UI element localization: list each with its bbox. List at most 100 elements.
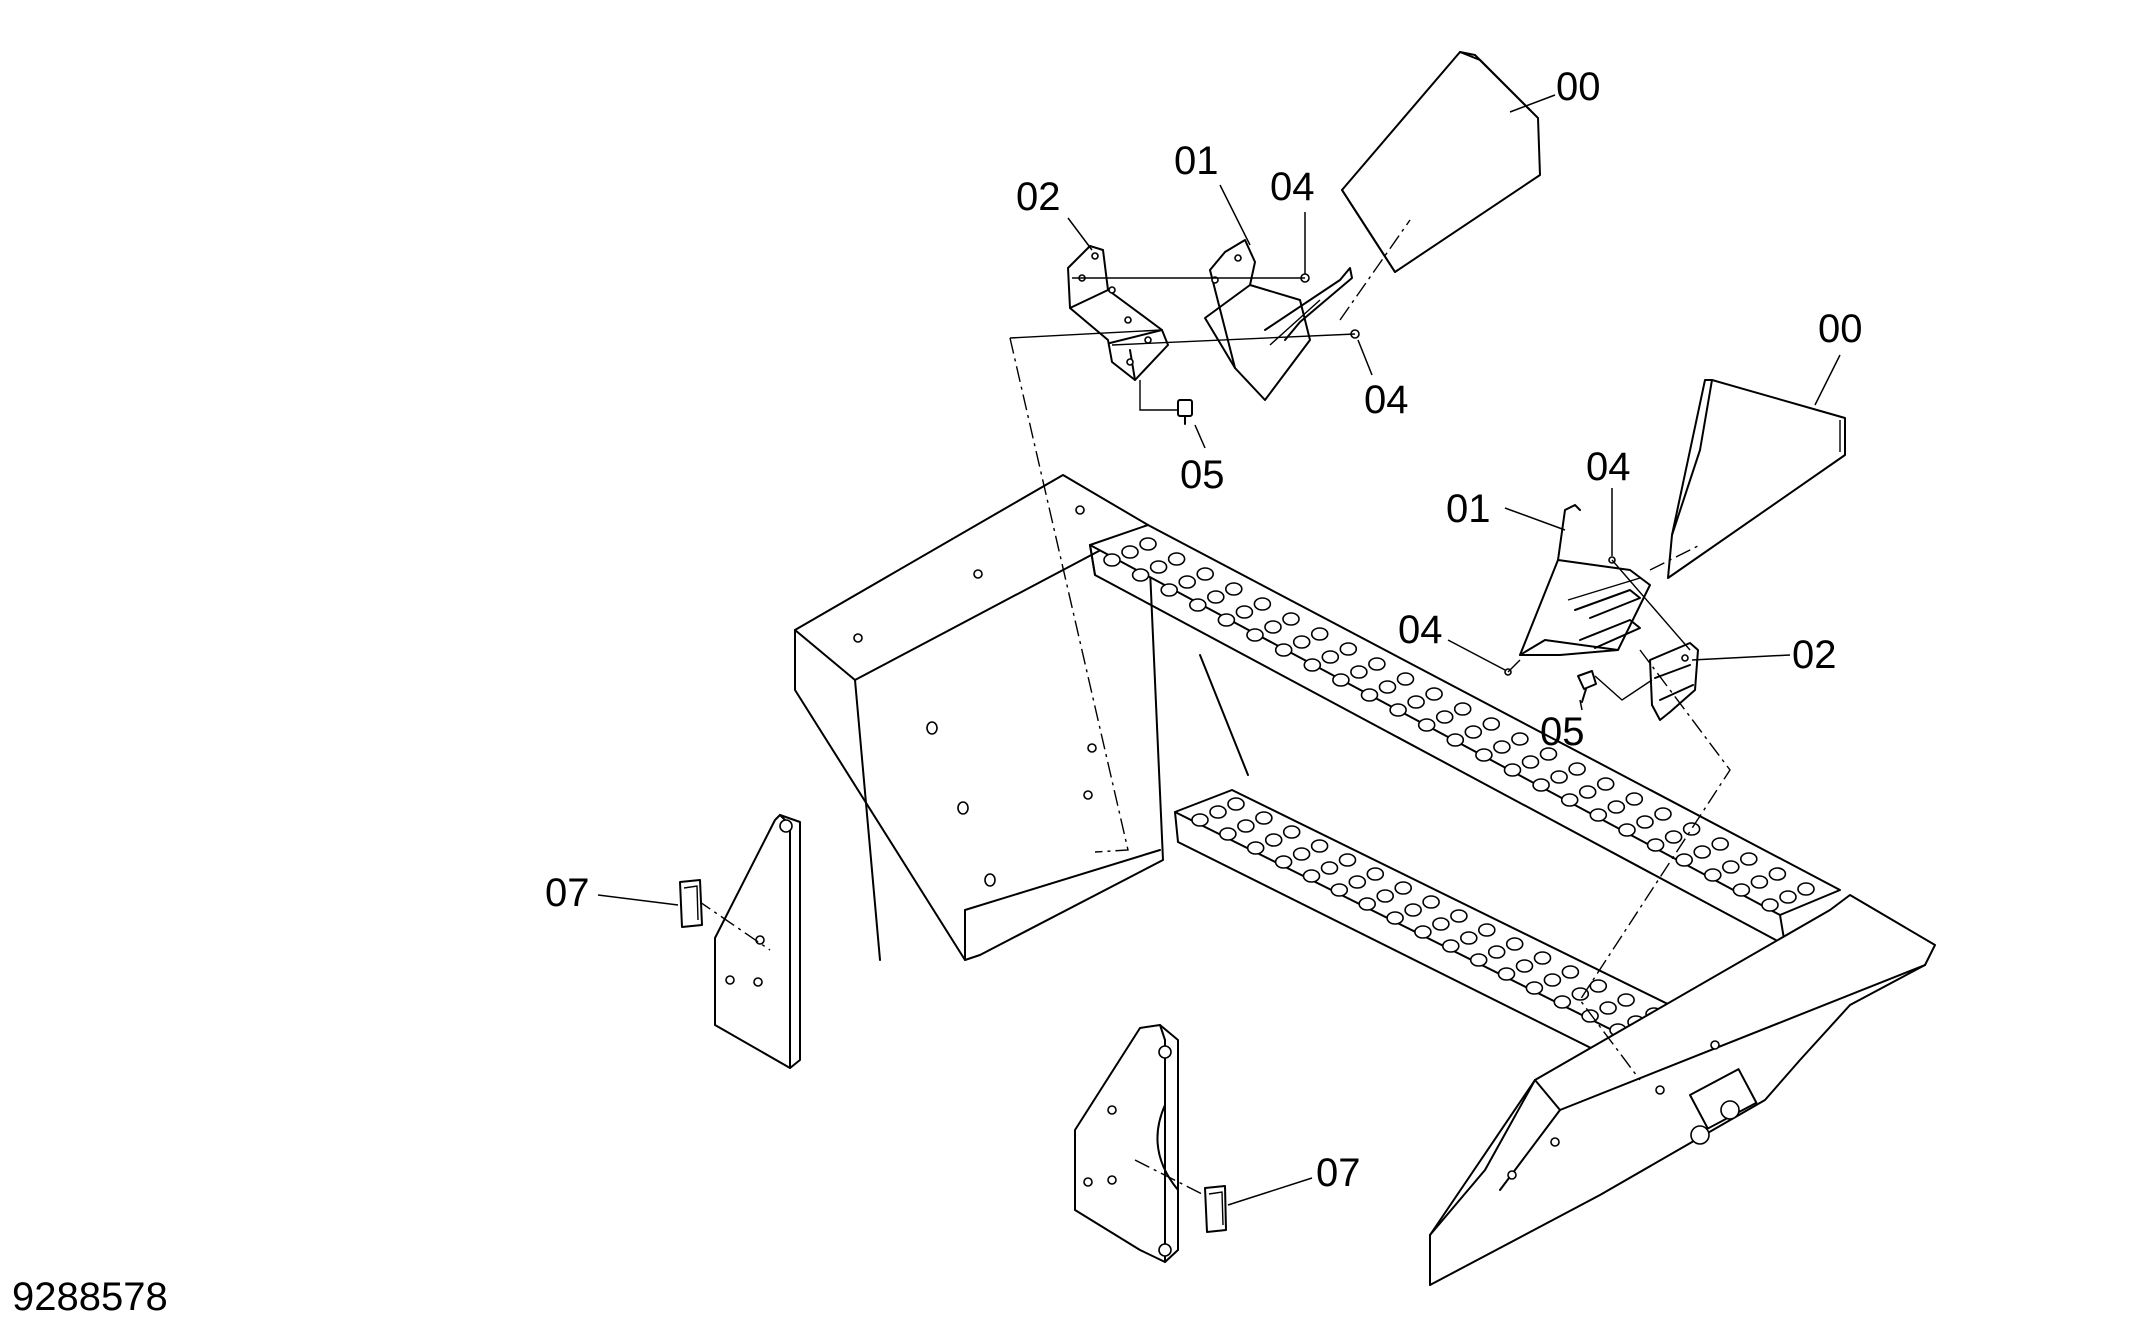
perforation-hole xyxy=(1378,680,1397,694)
perforation-hole xyxy=(1321,650,1340,664)
perforation-hole xyxy=(1350,665,1368,679)
perforation-hole xyxy=(1596,777,1615,791)
bolt-05-lower xyxy=(1577,670,1597,703)
assembly-lines xyxy=(1009,219,1731,1081)
perforation-hole xyxy=(1407,695,1425,709)
perforation-hole xyxy=(1482,717,1501,731)
perforation-hole xyxy=(1332,673,1350,687)
callout-04-lower-b: 04 xyxy=(1398,608,1443,652)
perforation-hole xyxy=(1550,770,1568,784)
perforation-hole xyxy=(1761,898,1779,912)
perforation-hole xyxy=(1589,808,1608,822)
perforation-hole xyxy=(1219,827,1237,841)
perforation-hole xyxy=(1302,869,1321,883)
perforation-hole xyxy=(1160,583,1178,597)
perforation-hole xyxy=(1366,867,1385,881)
perforation-hole xyxy=(1358,897,1376,911)
perforation-hole xyxy=(1654,807,1672,821)
perforation-hole xyxy=(1103,553,1121,567)
perforation-hole xyxy=(1779,890,1797,904)
perforation-hole xyxy=(1768,867,1787,881)
callout-05-upper: 05 xyxy=(1180,453,1225,497)
perforation-hole xyxy=(1264,833,1283,847)
perforation-hole xyxy=(1310,839,1329,853)
perforation-hole xyxy=(1533,951,1552,965)
perforation-hole xyxy=(1255,811,1273,825)
perforation-hole xyxy=(1121,545,1139,559)
perforation-hole xyxy=(1469,953,1488,967)
perforation-hole xyxy=(1139,537,1157,551)
callout-07-right: 07 xyxy=(1316,1151,1361,1195)
perforation-hole xyxy=(1253,597,1272,611)
perforation-hole xyxy=(1360,688,1379,702)
perforation-hole xyxy=(1246,628,1264,642)
perforation-hole xyxy=(1432,917,1450,931)
perforation-hole xyxy=(1571,987,1590,1001)
perforation-hole xyxy=(1453,702,1472,716)
perforation-hole xyxy=(1503,763,1522,777)
perforation-hole xyxy=(1246,841,1265,855)
perforation-hole xyxy=(1131,568,1150,582)
perforation-hole xyxy=(1599,1001,1617,1015)
lower-step-tread xyxy=(1174,789,1681,1066)
left-side-plate xyxy=(794,474,1164,961)
perforation-hole xyxy=(1414,925,1432,939)
lower-tread-holes xyxy=(1191,797,1663,1037)
perforation-hole xyxy=(1446,733,1465,747)
perforation-hole xyxy=(1235,605,1254,619)
perforation-hole xyxy=(1196,567,1214,581)
perforation-hole xyxy=(1543,973,1562,987)
callout-01-upper: 01 xyxy=(1174,139,1219,183)
drawing-number: 9288578 xyxy=(12,1275,168,1319)
perforation-hole xyxy=(1310,627,1329,641)
callout-05-lower: 05 xyxy=(1540,710,1585,754)
perforation-hole xyxy=(1217,613,1236,627)
perforation-hole xyxy=(1561,965,1580,979)
callout-00-upper: 00 xyxy=(1556,65,1601,109)
perforation-hole xyxy=(1386,911,1404,925)
perforation-hole xyxy=(1292,847,1311,861)
perforation-hole xyxy=(1207,590,1225,604)
callout-02-upper: 02 xyxy=(1016,175,1061,219)
perforation-hole xyxy=(1636,815,1654,829)
perforation-hole xyxy=(1442,939,1460,953)
perforation-hole xyxy=(1282,825,1301,839)
upper-step-tread xyxy=(1089,524,1841,946)
perforation-hole xyxy=(1422,895,1440,909)
callout-02-lower: 02 xyxy=(1792,633,1837,677)
perforation-hole xyxy=(1460,931,1478,945)
perforation-hole xyxy=(1149,560,1168,574)
pad-07-right xyxy=(1204,1185,1227,1233)
callout-04-lower-a: 04 xyxy=(1586,445,1631,489)
perforation-hole xyxy=(1227,797,1245,811)
perforation-hole xyxy=(1704,868,1722,882)
perforation-hole xyxy=(1525,981,1544,995)
perforation-hole xyxy=(1264,620,1282,634)
lower-bracket-01 xyxy=(1519,504,1651,656)
perforation-hole xyxy=(1339,642,1358,656)
perforation-hole xyxy=(1303,658,1322,672)
perforation-hole xyxy=(1274,855,1293,869)
perforation-hole xyxy=(1417,718,1436,732)
pad-07-left xyxy=(679,879,703,928)
perforation-hole xyxy=(1497,967,1516,981)
perforation-hole xyxy=(1396,672,1415,686)
perforation-hole xyxy=(1376,889,1394,903)
perforation-hole xyxy=(1560,793,1579,807)
upper-mudguard-00 xyxy=(1341,51,1541,273)
perforation-hole xyxy=(1553,995,1572,1009)
perforation-hole xyxy=(1394,881,1412,895)
callout-00-lower: 00 xyxy=(1818,307,1863,351)
left-mount-bracket xyxy=(696,814,801,1069)
perforation-hole xyxy=(1493,740,1511,754)
callout-01-lower: 01 xyxy=(1446,487,1491,531)
leader-lines xyxy=(597,94,1841,1206)
perforation-hole xyxy=(1191,813,1209,827)
perforation-hole xyxy=(1178,575,1196,589)
perforation-hole xyxy=(1618,823,1636,837)
callout-labels: 00 00 01 01 02 02 04 04 04 04 05 05 07 0… xyxy=(545,65,1863,1195)
perforation-hole xyxy=(1274,643,1293,657)
perforation-hole xyxy=(1464,725,1483,739)
perforation-hole xyxy=(1209,805,1227,819)
